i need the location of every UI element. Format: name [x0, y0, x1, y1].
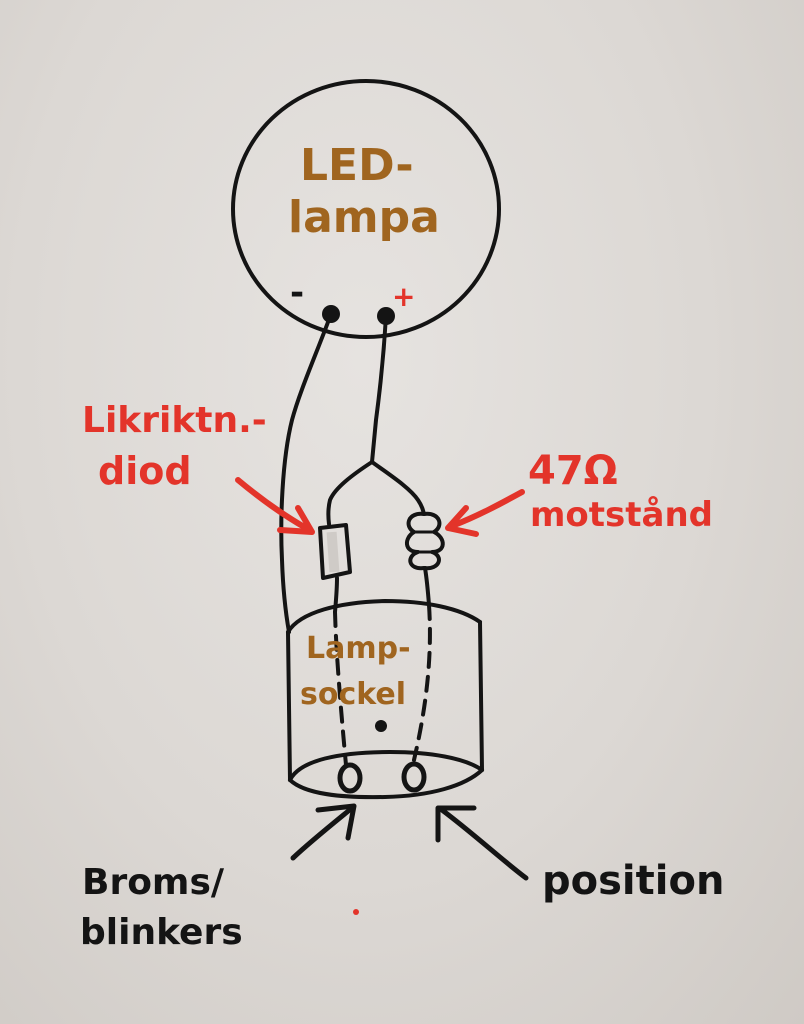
broms-label: Broms/ blinkers [80, 862, 243, 953]
resistor-label: 47Ω motstånd [528, 448, 713, 535]
plus-label: + [392, 280, 415, 313]
resistor-symbol [405, 511, 445, 571]
broms-arrow [290, 803, 357, 861]
led-lamp-circle [231, 79, 501, 339]
broms-line1: Broms/ [82, 862, 225, 903]
diode-to-socket-wire [333, 576, 339, 614]
lampsockel-line1: Lamp- [306, 631, 411, 666]
likriktn-line1: Likriktn.- [82, 400, 267, 441]
minus-wire [279, 312, 333, 634]
resistor-arrow [445, 489, 525, 537]
broms-line2: blinkers [80, 912, 243, 953]
led-lampa-line1: LED- [300, 140, 414, 191]
diode-symbol [318, 523, 352, 580]
position-arrow [435, 805, 529, 881]
led-lampa-label: LED- lampa [288, 140, 440, 243]
lampsockel-line2: sockel [300, 677, 406, 712]
lampsockel-label: Lamp- sockel [300, 631, 411, 712]
resistor-line1: 47Ω [528, 448, 618, 494]
resistor-line2: motstånd [530, 495, 713, 535]
resistor-to-socket-wire [423, 566, 431, 607]
lamp-socket [286, 599, 484, 800]
resistor-branch-wire [370, 460, 426, 516]
led-lampa-line2: lampa [288, 192, 440, 243]
likriktn-line2: diod [98, 449, 192, 493]
minus-label: - [290, 273, 304, 313]
diode-branch-wire [326, 460, 374, 526]
plus-wire [370, 314, 388, 464]
position-label: position [542, 858, 724, 904]
diode-arrow [235, 477, 315, 535]
paper-red-dot [353, 909, 359, 915]
likriktn-label: Likriktn.- diod [82, 400, 267, 493]
